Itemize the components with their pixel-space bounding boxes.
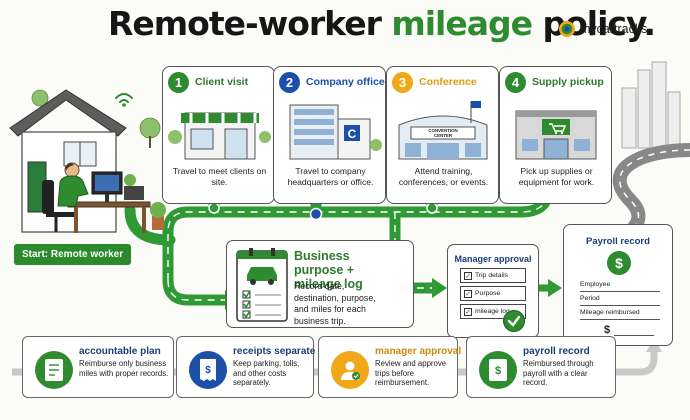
payroll-field-label: Mileage reimbursed: [580, 309, 640, 316]
check-icon: ✓: [464, 307, 472, 316]
step-receipts-separate: $ receipts separate Keep parking, tolls,…: [176, 336, 316, 398]
field-line: [614, 335, 654, 336]
card-description: Travel to company headquarters or office…: [287, 166, 374, 187]
card-header: 2 Company office: [274, 67, 385, 97]
receipt-icon: $: [189, 351, 227, 389]
approved-check-badge-icon: [503, 310, 525, 332]
accountable-plan-icon: [35, 351, 73, 389]
step-accountable-plan: accountable plan Reimburse only business…: [22, 336, 174, 398]
convention-sign-word: CENTER: [434, 133, 453, 138]
step-number-badge: 1: [168, 71, 189, 93]
manager-approval-icon: [331, 351, 369, 389]
title-highlight: mileage: [391, 4, 533, 43]
field-line: [580, 305, 660, 306]
card-title: Company office: [306, 76, 385, 88]
currency-symbol: $: [615, 255, 623, 271]
payroll-record-card: Payroll record $ Employee Period Mileage…: [563, 224, 673, 346]
office-building-icon: C: [289, 104, 382, 160]
title-prefix: Remote-worker: [108, 4, 392, 43]
step-title: accountable plan: [79, 346, 161, 357]
checklist-label: Trip details: [475, 272, 508, 279]
currency-symbol: $: [604, 324, 611, 336]
brand-logo-icon: [559, 21, 575, 37]
manager-approval-card: Manager approval ✓Trip details ✓Purpose …: [447, 244, 539, 338]
step-description: Review and approve trips before reimburs…: [375, 359, 447, 388]
step-number-badge: 4: [505, 71, 526, 93]
field-line: [580, 319, 660, 320]
convention-sign-word: CONVENTION: [428, 128, 457, 133]
card-description: Pick up supplies or equipment for work.: [518, 166, 595, 187]
business-purpose-card: Business purpose + mileage log Record da…: [226, 240, 414, 328]
approval-title: Manager approval: [454, 254, 532, 264]
page-title: Remote-worker mileage policy.: [108, 4, 656, 43]
step-description: Keep parking, tolls, and other costs sep…: [233, 359, 300, 388]
card-description: Travel to meet clients on site.: [172, 166, 267, 187]
step-number-badge: 3: [392, 71, 413, 93]
office-sign-letter: C: [348, 127, 357, 141]
purpose-title: Business purpose + mileage log: [294, 249, 363, 291]
purpose-description: Record date, destination, purpose, and m…: [294, 281, 376, 326]
payroll-field-label: Period: [580, 295, 600, 302]
step-title: manager approval: [375, 346, 462, 357]
payroll-dollar-badge: $: [607, 251, 631, 275]
payroll-record-icon: $: [479, 351, 517, 389]
step-manager-approval: manager approval Review and approve trip…: [318, 336, 462, 398]
payroll-amount: $: [604, 324, 610, 336]
card-title: Client visit: [195, 76, 249, 88]
approval-checklist-item: ✓Trip details: [460, 268, 526, 283]
destination-card-client-visit: 1 Client visit Travel to meet clients on…: [162, 66, 275, 204]
brand-logo: mycartracks: [558, 20, 647, 38]
destination-card-supply-pickup: 4 Supply pickup Pick up supplies or equi…: [499, 66, 612, 204]
destination-card-company-office: 2 Company office C Travel to company hea…: [273, 66, 386, 204]
mileage-log-clipboard-icon: [236, 248, 288, 322]
checklist-label: mileage log: [475, 308, 510, 315]
card-header: 3 Conference: [387, 67, 498, 97]
step-description: Reimburse only business miles with prope…: [79, 359, 169, 378]
start-label: Start: Remote worker: [14, 244, 132, 265]
check-icon: ✓: [464, 271, 472, 280]
card-description: Attend training, conferences, or events.: [398, 166, 489, 187]
step-title: receipts separate: [233, 346, 316, 357]
step-number-badge: 2: [279, 71, 300, 93]
card-title: Conference: [419, 76, 477, 88]
card-header: 1 Client visit: [163, 67, 274, 97]
step-payroll-record: $ payroll record Reimbursed through payr…: [466, 336, 616, 398]
check-icon: ✓: [464, 289, 472, 298]
step-description: Reimbursed through payroll with a clear …: [523, 359, 594, 388]
receipt-currency: $: [205, 365, 211, 376]
payroll-title: Payroll record: [586, 236, 650, 247]
checklist-label: Purpose: [475, 290, 501, 297]
storefront-icon: [168, 112, 271, 160]
step-title: payroll record: [523, 346, 590, 357]
payroll-field-label: Employee: [580, 281, 611, 288]
approval-checklist-item: ✓Purpose: [460, 286, 526, 301]
field-line: [580, 291, 660, 292]
payroll-icon-currency: $: [495, 365, 501, 377]
card-title: Supply pickup: [532, 76, 604, 88]
brand-name: mycartracks: [580, 22, 648, 36]
card-header: 4 Supply pickup: [500, 67, 611, 97]
supply-store-icon: [515, 110, 597, 160]
remote-worker-home-illustration: [9, 89, 166, 233]
